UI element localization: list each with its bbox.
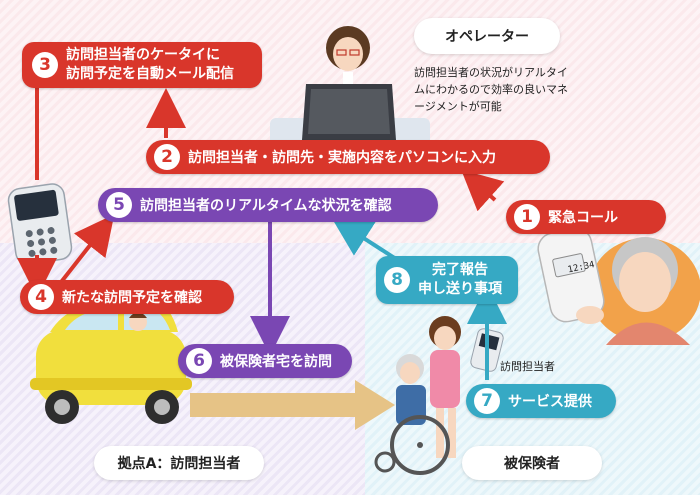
step-6: 6 被保険者宅を訪問 <box>178 344 352 378</box>
step-2-label: 訪問担当者・訪問先・実施内容をパソコンに入力 <box>188 150 496 166</box>
step-7-label: サービス提供 <box>508 394 592 410</box>
step-7-number: 7 <box>474 388 500 414</box>
step-6-label: 被保険者宅を訪問 <box>220 354 332 370</box>
step-1: 1 緊急コール <box>506 200 666 234</box>
step-6-number: 6 <box>186 348 212 374</box>
operator-title: オペレーター <box>414 18 560 54</box>
car-illustration <box>30 300 192 424</box>
step-3-line2: 訪問予定を自動メール配信 <box>66 66 234 82</box>
step-4: 4 新たな訪問予定を確認 <box>20 280 234 314</box>
arrow-1-to-2 <box>461 169 505 212</box>
step-3-line1: 訪問担当者のケータイに <box>66 47 220 63</box>
step-5-number: 5 <box>106 192 132 218</box>
step-1-label: 緊急コール <box>548 210 618 226</box>
arrow-4-to-5 <box>56 214 115 288</box>
step-1-number: 1 <box>514 204 540 230</box>
step-5: 5 訪問担当者のリアルタイムな状況を確認 <box>98 188 438 222</box>
step-5-label: 訪問担当者のリアルタイムな状況を確認 <box>140 198 392 214</box>
step-2: 2 訪問担当者・訪問先・実施内容をパソコンに入力 <box>146 140 550 174</box>
step-2-number: 2 <box>154 144 180 170</box>
step-8: 8 完了報告 申し送り事項 <box>376 256 518 304</box>
step-3-number: 3 <box>32 52 58 78</box>
mobile-phone-illustration <box>7 183 73 265</box>
step-3: 3 訪問担当者のケータイに 訪問予定を自動メール配信 <box>22 42 262 88</box>
travel-arrow <box>190 380 395 430</box>
emergency-call-illustration: 12:34 <box>537 227 700 345</box>
step-8-line1: 完了報告 <box>432 262 488 278</box>
step-4-label: 新たな訪問予定を確認 <box>62 290 202 306</box>
insured-area-label: 被保険者 <box>462 446 602 480</box>
step-7: 7 サービス提供 <box>466 384 616 418</box>
operator-description: 訪問担当者の状況がリアルタイムにわかるので効率の良いマネージメントが可能 <box>414 66 568 113</box>
step-8-line2: 申し送り事項 <box>418 281 502 297</box>
step-4-number: 4 <box>28 284 54 310</box>
staff-label: 訪問担当者 <box>500 360 555 373</box>
step-8-number: 8 <box>384 267 410 293</box>
caregiver-illustration <box>374 316 504 475</box>
base-area-label: 拠点A：訪問担当者 <box>94 446 264 480</box>
